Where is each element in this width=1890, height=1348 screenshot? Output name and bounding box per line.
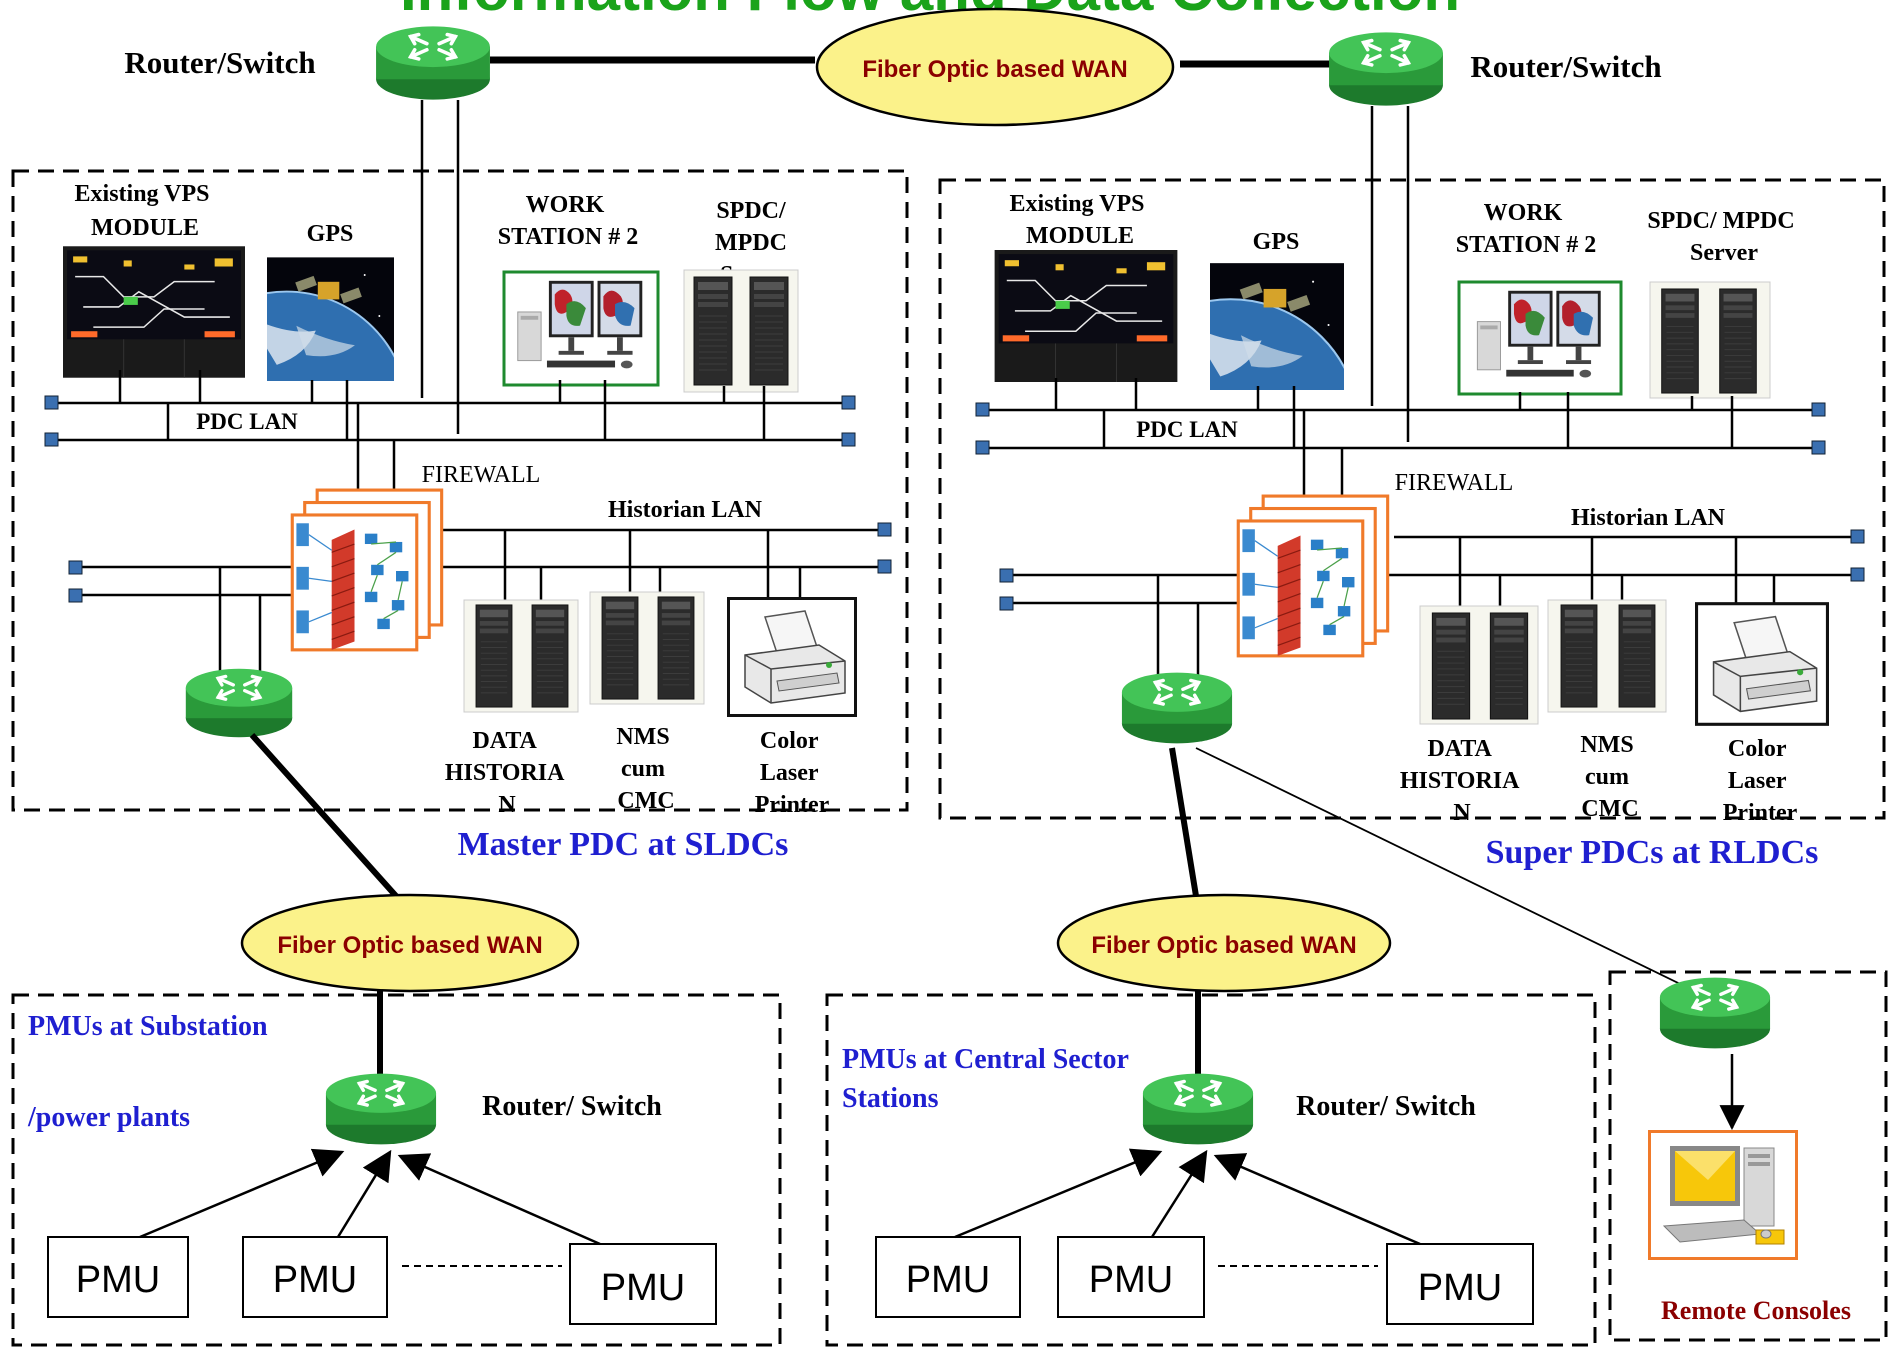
master-pdc-section: Existing VPS MODULE GPS WORK STATION # 2… — [11, 169, 909, 818]
left-data-historian-server-icon — [475, 604, 513, 708]
right-spdc-server-icon — [1661, 288, 1699, 394]
top-left-router-icon — [374, 24, 492, 102]
right-workstation-icon — [1467, 285, 1613, 391]
right-spdc-server-icon-2 — [1719, 288, 1757, 394]
right-data-historian-label: DATA HISTORIA N — [1400, 736, 1524, 826]
right-data-historian-server-icon — [1431, 612, 1471, 720]
top-wan-cloud: Fiber Optic based WAN — [815, 7, 1175, 127]
mid-left-wan-cloud: Fiber Optic based WAN — [240, 893, 580, 993]
left-spdc-server-icon — [693, 276, 733, 386]
pmu-box — [1386, 1243, 1534, 1325]
right-printer-label: Color Laser Printer — [1723, 736, 1798, 826]
left-nms-label: NMS cum CMC — [616, 724, 675, 814]
super-pdc-section: Existing VPS MODULE GPS WORK STATION # 2… — [938, 178, 1886, 826]
remote-router-icon — [1658, 975, 1772, 1051]
left-printer-label: Color Laser Printer — [755, 728, 830, 818]
pmu-label: PMU — [273, 1259, 357, 1301]
remote-link — [1195, 747, 1715, 1001]
right-gps-label: GPS — [1253, 229, 1300, 255]
right-wan-uplink — [1169, 747, 1199, 897]
right-firewall-icon — [1236, 494, 1390, 658]
central-sector-router-label: Router/ Switch — [1296, 1091, 1476, 1122]
mid-right-wan-label: Fiber Optic based WAN — [1091, 932, 1356, 959]
top-left-router-label: Router/Switch — [124, 45, 315, 80]
right-data-historian-server-icon-2 — [1489, 612, 1529, 720]
remote-consoles-label: Remote Consoles — [1661, 1296, 1851, 1325]
right-nms-server-icon-2 — [1618, 604, 1656, 708]
pmu-label: PMU — [601, 1267, 685, 1309]
substation-router-label: Router/ Switch — [482, 1091, 662, 1122]
left-firewall-label: FIREWALL — [422, 462, 541, 488]
substation-router-icon — [324, 1071, 438, 1147]
pmu-box — [569, 1243, 717, 1325]
pmu-label: PMU — [76, 1259, 160, 1301]
top-right-router-label: Router/Switch — [1470, 49, 1661, 84]
left-wan-uplink — [249, 733, 399, 898]
remote-consoles-section: Remote Consoles — [1608, 970, 1888, 1342]
right-vps-label: Existing VPS MODULE — [1010, 191, 1151, 249]
pmu-box — [875, 1236, 1021, 1318]
left-gps-label: GPS — [307, 221, 354, 247]
top-wan-links — [420, 56, 1410, 442]
pmu-label: PMU — [1418, 1267, 1502, 1309]
pmu-label: PMU — [906, 1259, 990, 1301]
left-nms-server-icon-2 — [657, 596, 695, 700]
right-spdc-label: SPDC/ MPDC Server — [1647, 208, 1800, 266]
left-center-router-icon — [184, 667, 294, 739]
super-pdc-caption: Super PDCs at RLDCs — [1486, 834, 1819, 871]
central-sector-title: PMUs at Central Sector Stations — [842, 1044, 1135, 1114]
substation-pmu-section: PMUs at Substation /power plants Router/… — [11, 993, 782, 1347]
substation-title: PMUs at Substation /power plants — [27, 1011, 275, 1133]
right-video-wall-icon — [994, 250, 1178, 382]
right-firewall-label: FIREWALL — [1395, 470, 1514, 496]
right-nms-server-icon — [1560, 604, 1598, 708]
left-nms-server-icon — [601, 596, 639, 700]
top-wan-label: Fiber Optic based WAN — [862, 56, 1127, 83]
left-spdc-server-icon-2 — [749, 276, 789, 386]
diagram-title: Information Flow and Data Collection — [400, 0, 1460, 23]
right-printer-icon — [1695, 602, 1829, 726]
left-historian-lan-label: Historian LAN — [608, 497, 763, 523]
top-right-router-icon — [1327, 30, 1445, 108]
left-pdc-lan-label: PDC LAN — [196, 409, 298, 434]
left-vps-label: Existing VPS MODULE — [75, 181, 216, 241]
left-firewall-icon — [290, 488, 444, 652]
central-sector-pmu-section: PMUs at Central Sector Stations Router/ … — [825, 993, 1597, 1347]
right-nms-label: NMS cum CMC — [1580, 732, 1639, 822]
pmu-box — [47, 1236, 189, 1318]
mid-right-wan-cloud: Fiber Optic based WAN — [1056, 893, 1392, 993]
right-center-router-icon — [1120, 670, 1234, 746]
right-pdc-lan-label: PDC LAN — [1136, 417, 1238, 442]
pmu-label: PMU — [1089, 1259, 1173, 1301]
left-video-wall-icon — [63, 246, 245, 378]
left-workstation-icon — [507, 275, 655, 382]
pmu-box — [1057, 1236, 1205, 1318]
right-historian-lan-label: Historian LAN — [1571, 505, 1726, 531]
central-sector-router-icon — [1141, 1071, 1255, 1147]
left-printer-icon — [727, 596, 857, 718]
remote-desktop-computer-icon — [1648, 1129, 1798, 1261]
master-pdc-caption: Master PDC at SLDCs — [458, 826, 789, 863]
pmu-box — [242, 1236, 388, 1318]
right-workstation-label: WORK STATION # 2 — [1456, 200, 1596, 258]
mid-left-wan-label: Fiber Optic based WAN — [277, 932, 542, 959]
left-data-historian-label: DATA HISTORIA N — [445, 728, 569, 818]
left-data-historian-server-icon-2 — [531, 604, 569, 708]
left-workstation-label: WORK STATION # 2 — [498, 192, 638, 250]
